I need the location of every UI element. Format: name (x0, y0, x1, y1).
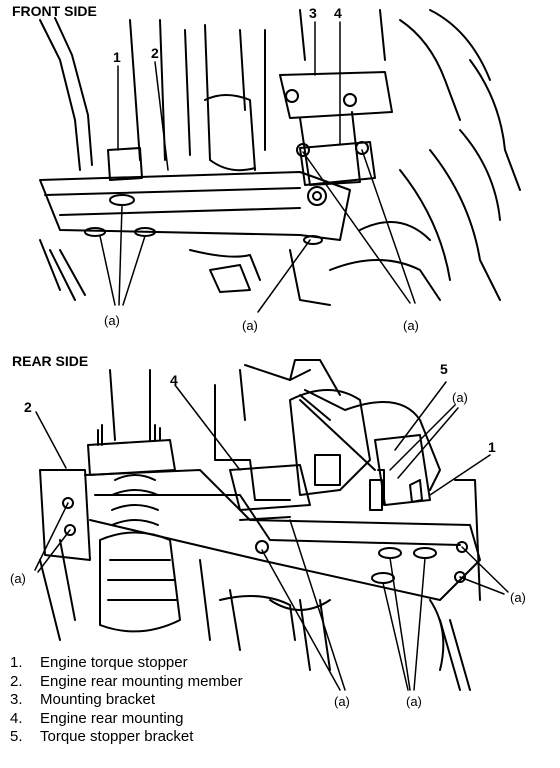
legend-item: 1. Engine torque stopper (10, 654, 430, 673)
rear-callout-a-right: (a) (510, 590, 526, 605)
front-side-illustration (39, 9, 521, 313)
front-callout-1: 1 (113, 49, 121, 65)
rear-callout-5: 5 (440, 361, 448, 377)
legend-number: 3. (10, 691, 23, 709)
front-callout-2: 2 (151, 45, 159, 61)
rear-callout-4: 4 (170, 372, 178, 388)
legend-label: Engine rear mounting (40, 709, 184, 727)
legend-item: 5. Torque stopper bracket (10, 728, 430, 747)
front-side-title: FRONT SIDE (12, 3, 97, 19)
rear-callout-a-top: (a) (452, 390, 468, 405)
legend-number: 5. (10, 728, 23, 746)
rear-callout-a-bottom-mid: (a) (334, 694, 350, 709)
front-callout-4: 4 (334, 5, 342, 21)
legend-number: 4. (10, 709, 23, 727)
parts-legend: 1. Engine torque stopper 2. Engine rear … (10, 654, 430, 747)
legend-number: 2. (10, 672, 23, 690)
rear-side-title: REAR SIDE (12, 353, 88, 369)
rear-callout-a-left: (a) (10, 571, 26, 586)
legend-item: 2. Engine rear mounting member (10, 673, 430, 692)
legend-number: 1. (10, 654, 23, 671)
legend-item: 3. Mounting bracket (10, 691, 430, 710)
front-callout-a-right: (a) (403, 318, 419, 333)
rear-side-illustration (34, 359, 509, 691)
rear-callout-2: 2 (24, 399, 32, 415)
legend-label: Mounting bracket (40, 691, 156, 709)
legend-label: Engine rear mounting member (40, 672, 243, 690)
legend-item: 4. Engine rear mounting (10, 710, 430, 729)
legend-label: Engine torque stopper (40, 654, 188, 671)
rear-callout-1: 1 (488, 439, 496, 455)
legend-label: Torque stopper bracket (40, 728, 194, 746)
front-callout-a-mid: (a) (242, 318, 258, 333)
front-callout-a-left: (a) (104, 313, 120, 328)
front-callout-3: 3 (309, 5, 317, 21)
rear-callout-a-bottom-right: (a) (406, 694, 422, 709)
